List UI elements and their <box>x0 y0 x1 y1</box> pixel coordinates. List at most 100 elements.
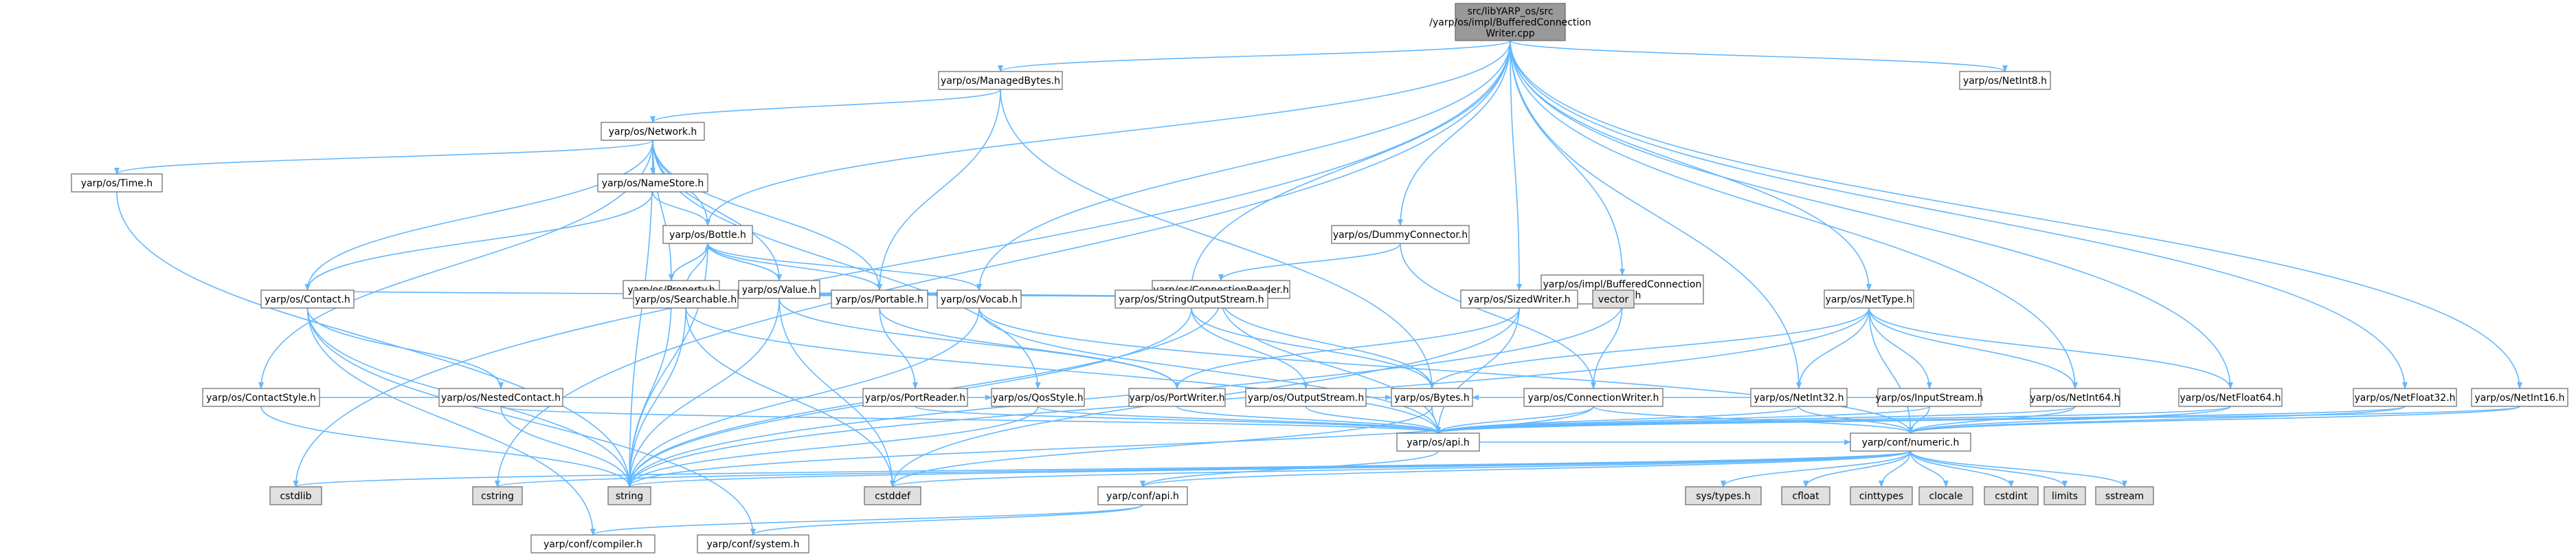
edge-network-to-string <box>627 140 653 487</box>
node-network-box <box>601 122 705 141</box>
edge-root-to-bottle <box>705 40 1511 226</box>
node-cinttypes: cinttypes <box>1850 486 1913 505</box>
node-inputstream-label: yarp/os/InputStream.h <box>1875 393 1983 404</box>
edge-contact-to-compiler <box>306 307 596 536</box>
node-clocale-box <box>1918 486 1973 505</box>
node-vocab[interactable]: yarp/os/Vocab.h <box>937 289 1022 309</box>
node-bytes-label: yarp/os/Bytes.h <box>1394 393 1469 404</box>
node-system[interactable]: yarp/conf/system.h <box>697 534 809 553</box>
edge-nestedcontact-to-api <box>500 406 1441 434</box>
edge-netint64-to-api <box>1435 406 2076 434</box>
edge-network-to-contact <box>304 140 653 291</box>
node-portable-box <box>831 289 928 309</box>
node-netint8[interactable]: yarp/os/NetInt8.h <box>1959 71 2051 90</box>
edge-root-to-netfloat32 <box>1510 40 2408 389</box>
node-string: string <box>607 486 651 505</box>
node-compiler[interactable]: yarp/conf/compiler.h <box>530 534 656 553</box>
node-inputstream[interactable]: yarp/os/InputStream.h <box>1875 388 1984 407</box>
edge-managedbytes-to-network <box>650 89 1001 123</box>
node-systypes-box <box>1685 486 1762 505</box>
node-managedbytes[interactable]: yarp/os/ManagedBytes.h <box>938 71 1063 90</box>
edge-inputstream-to-api <box>1435 406 1930 434</box>
node-cfloat-label: cfloat <box>1792 491 1819 502</box>
node-numeric[interactable]: yarp/conf/numeric.h <box>1850 432 1971 452</box>
node-dummyconnector-label: yarp/os/DummyConnector.h <box>1333 230 1468 241</box>
node-limits-label: limits <box>2052 491 2078 502</box>
node-value-label: yarp/os/Value.h <box>742 285 817 296</box>
edge-value-to-cstddef <box>779 298 895 487</box>
node-nettype[interactable]: yarp/os/NetType.h <box>1824 289 1914 309</box>
node-contact-box <box>260 289 355 309</box>
edges-layer <box>114 40 2522 536</box>
node-vocab-label: yarp/os/Vocab.h <box>941 294 1018 305</box>
node-compiler-box <box>530 534 656 553</box>
node-cstddef-box <box>864 486 921 505</box>
node-api[interactable]: yarp/os/api.h <box>1396 432 1480 452</box>
node-namestore[interactable]: yarp/os/NameStore.h <box>597 173 708 193</box>
node-outputstream[interactable]: yarp/os/OutputStream.h <box>1245 388 1367 407</box>
node-nestedcontact[interactable]: yarp/os/NestedContact.h <box>438 388 563 407</box>
node-netint32-label: yarp/os/NetInt32.h <box>1754 393 1844 404</box>
node-managedbytes-box <box>938 71 1063 90</box>
node-netint32[interactable]: yarp/os/NetInt32.h <box>1750 388 1848 407</box>
node-searchable[interactable]: yarp/os/Searchable.h <box>633 289 739 309</box>
edge-nettype-to-netint64 <box>1868 307 2078 389</box>
node-contactstyle[interactable]: yarp/os/ContactStyle.h <box>202 388 320 407</box>
node-managedbytes-label: yarp/os/ManagedBytes.h <box>941 76 1060 87</box>
node-cstdint-box <box>1984 486 2039 505</box>
node-bottle[interactable]: yarp/os/Bottle.h <box>662 225 753 244</box>
node-cstddef: cstddef <box>864 486 921 505</box>
edge-portwriter-to-api <box>1176 406 1441 434</box>
node-connectionwriter-label: yarp/os/ConnectionWriter.h <box>1528 393 1659 404</box>
node-connectionwriter[interactable]: yarp/os/ConnectionWriter.h <box>1523 388 1664 407</box>
node-cstdlib-label: cstdlib <box>280 491 311 502</box>
edge-root-to-netint64 <box>1510 40 2078 389</box>
node-dummyconnector[interactable]: yarp/os/DummyConnector.h <box>1331 225 1470 244</box>
node-bytes[interactable]: yarp/os/Bytes.h <box>1391 388 1473 407</box>
node-netfloat32-label: yarp/os/NetFloat32.h <box>2354 393 2455 404</box>
node-netint64-box <box>2030 388 2120 407</box>
node-systypes: sys/types.h <box>1685 486 1762 505</box>
node-cstdint: cstdint <box>1984 486 2039 505</box>
edge-root-to-netint8 <box>1510 40 2008 72</box>
node-value[interactable]: yarp/os/Value.h <box>738 280 820 299</box>
node-netfloat64[interactable]: yarp/os/NetFloat64.h <box>2178 388 2283 407</box>
edge-stringoutputstream-to-outputstream <box>1191 307 1309 389</box>
edge-stringoutputstream-to-bytes <box>1191 307 1435 389</box>
node-netint16-box <box>2471 388 2568 407</box>
edge-nettype-to-netfloat64 <box>1868 307 2233 389</box>
node-systypes-label: sys/types.h <box>1696 491 1750 502</box>
node-sstream: sstream <box>2095 486 2154 505</box>
node-confapi[interactable]: yarp/conf/api.h <box>1097 486 1188 505</box>
edge-connectionreader-to-bytes <box>1220 298 1435 389</box>
node-inputstream-box <box>1877 388 1982 407</box>
node-contactstyle-label: yarp/os/ContactStyle.h <box>206 393 316 404</box>
node-network[interactable]: yarp/os/Network.h <box>601 122 705 141</box>
node-outputstream-box <box>1245 388 1367 407</box>
edge-root-to-netint16 <box>1510 40 2522 389</box>
edge-numeric-to-cstdint <box>1909 450 2014 487</box>
node-portable[interactable]: yarp/os/Portable.h <box>831 289 928 309</box>
node-portwriter-box <box>1128 388 1226 407</box>
edge-contact-to-system <box>306 307 756 536</box>
node-netfloat32[interactable]: yarp/os/NetFloat32.h <box>2353 388 2457 407</box>
node-contact[interactable]: yarp/os/Contact.h <box>260 289 355 309</box>
node-qosstyle[interactable]: yarp/os/QosStyle.h <box>991 388 1085 407</box>
node-root-label: Writer.cpp <box>1486 28 1534 39</box>
node-contactstyle-box <box>202 388 320 407</box>
node-value-box <box>738 280 820 299</box>
node-cstdint-label: cstdint <box>1995 491 2028 502</box>
node-sizedwriter[interactable]: yarp/os/SizedWriter.h <box>1460 289 1578 309</box>
edge-bottle-to-vocab <box>707 243 982 291</box>
node-time[interactable]: yarp/os/Time.h <box>71 173 163 193</box>
node-portwriter[interactable]: yarp/os/PortWriter.h <box>1128 388 1226 407</box>
edge-root-to-dummyconnector <box>1398 40 1511 226</box>
node-netint16[interactable]: yarp/os/NetInt16.h <box>2471 388 2568 407</box>
node-portreader[interactable]: yarp/os/PortReader.h <box>862 388 968 407</box>
node-netint64[interactable]: yarp/os/NetInt64.h <box>2030 388 2120 407</box>
node-string-label: string <box>616 491 643 502</box>
edge-bufconnwriter-to-string <box>627 303 1623 487</box>
node-stringoutputstream[interactable]: yarp/os/StringOutputStream.h <box>1115 289 1268 309</box>
